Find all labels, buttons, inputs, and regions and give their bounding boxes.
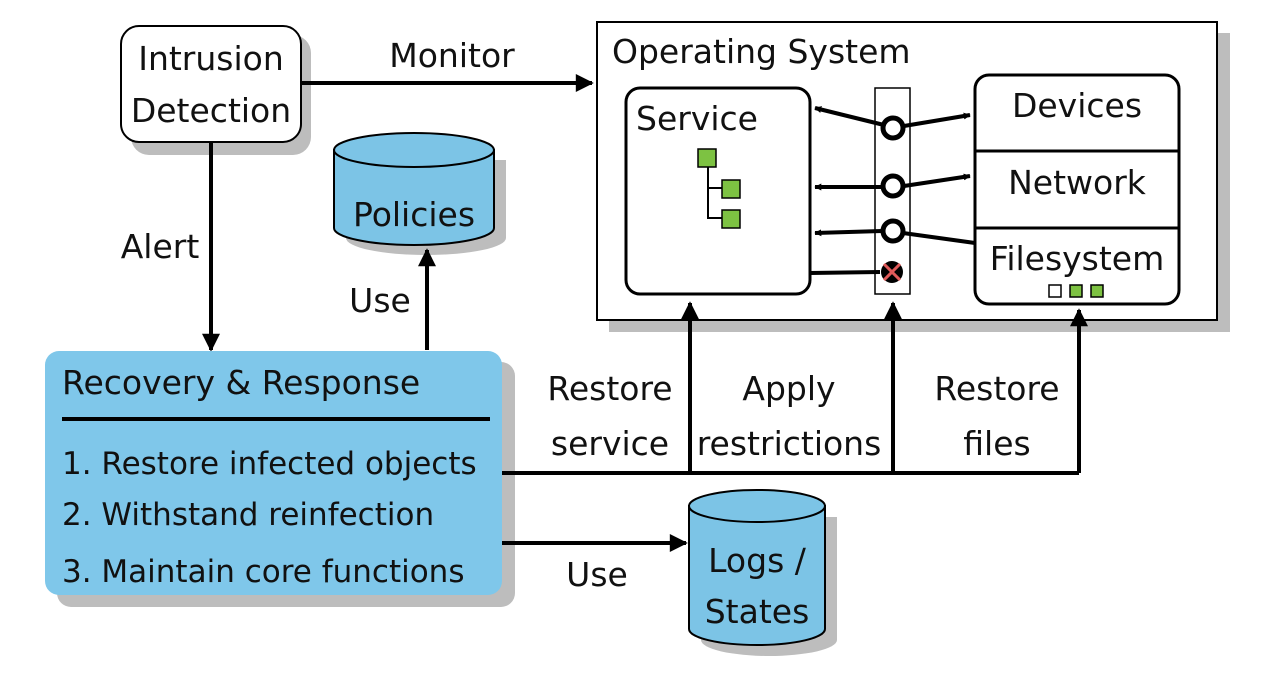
filesystem-label: Filesystem <box>990 239 1165 278</box>
intrusion-detection-node: Intrusion Detection <box>120 25 311 155</box>
detection-label: Detection <box>131 91 291 130</box>
states-label: States <box>705 592 810 631</box>
recovery-item-3: 3. Maintain core functions <box>62 554 465 590</box>
policies-label: Policies <box>353 195 475 234</box>
blocked-gate-icon <box>881 261 903 283</box>
recovery-item-2: 2. Withstand reinfection <box>62 497 434 533</box>
monitor-label: Monitor <box>389 36 515 75</box>
logs-states-database: Logs / States <box>688 489 837 656</box>
operating-system-label: Operating System <box>612 32 911 71</box>
file-blocks-icon <box>1048 284 1104 298</box>
recovery-response-panel: Recovery & Response 1. Restore infected … <box>45 351 515 607</box>
restore-files-label-1: Restore <box>934 369 1059 408</box>
use-policies-label: Use <box>349 281 411 320</box>
service-label: Service <box>636 99 758 138</box>
apply-restrictions-label-2: restrictions <box>697 424 882 463</box>
apply-restrictions-label-1: Apply <box>742 369 835 408</box>
restore-service-label-1: Restore <box>547 369 672 408</box>
intrusion-label: Intrusion <box>138 39 284 78</box>
restore-files-label-2: files <box>963 424 1030 463</box>
process-tree-icon <box>697 148 741 229</box>
logs-label: Logs / <box>708 541 807 580</box>
action-arrows <box>502 301 1088 475</box>
recovery-item-1: 1. Restore infected objects <box>62 446 477 482</box>
recovery-title: Recovery & Response <box>62 363 420 402</box>
service-node: Service <box>624 86 812 296</box>
operating-system-container: Operating System Service Devices Network… <box>596 21 1230 332</box>
resources-stack: Devices Network Filesystem <box>973 73 1181 306</box>
policies-database: Policies <box>333 132 506 255</box>
restore-service-label-2: service <box>551 424 669 463</box>
access-connections <box>809 106 976 275</box>
use-logs-label: Use <box>566 555 628 594</box>
alert-label: Alert <box>121 227 200 266</box>
devices-label: Devices <box>1012 86 1142 125</box>
network-label: Network <box>1008 163 1147 202</box>
gate-circles <box>880 115 906 283</box>
